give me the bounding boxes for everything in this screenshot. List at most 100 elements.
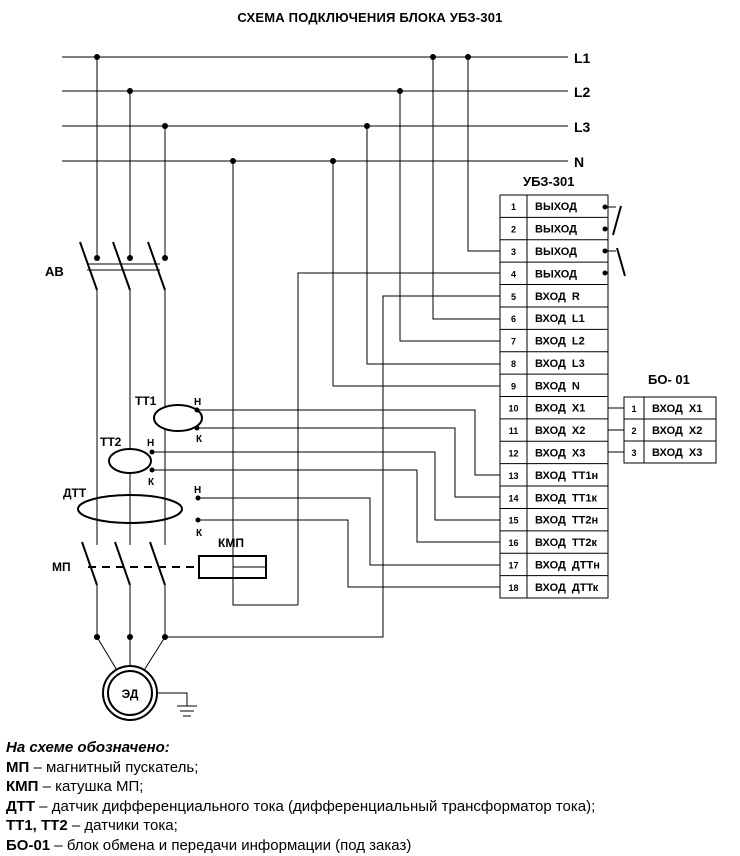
breaker-blade	[112, 241, 131, 291]
wire-tt2-start	[152, 451, 500, 521]
contact-dot	[602, 270, 608, 276]
ubz-terminal-label: ВЫХОД	[535, 201, 577, 213]
ubz-terminal-label: ВХОД Х2	[535, 425, 585, 437]
bo-terminal-number: 1	[631, 404, 636, 414]
bo-terminal-label: ВХОД Х3	[652, 447, 702, 459]
magnetic-starter: МП	[52, 541, 196, 586]
bus-label-l2: L2	[574, 84, 591, 100]
wiring-diagram: L1 L2 L3 N АВ ТТ1 Н К	[45, 50, 717, 721]
ubz-terminal-label: ВХОД L1	[535, 313, 585, 325]
ground-icon	[157, 692, 197, 717]
wire-dtt-end	[198, 519, 500, 588]
ubz-terminal-label: ВЫХОД	[535, 224, 577, 236]
junction-dots	[94, 54, 471, 164]
ubz-terminal-number: 8	[511, 359, 516, 369]
legend: На схеме обозначено: МП – магнитный пуск…	[6, 738, 736, 855]
wire-dtt-start	[198, 497, 500, 566]
contact-dot	[162, 255, 168, 261]
ubz-terminal-label: ВЫХОД	[535, 268, 577, 280]
breaker-blade	[79, 241, 98, 291]
legend-item: МП – магнитный пускатель;	[6, 758, 736, 778]
ubz-terminal-number: 10	[508, 404, 518, 414]
ubz-terminal-label: ВХОД ТТ2к	[535, 537, 597, 549]
dtt-label: ДТТ	[63, 486, 87, 500]
legend-text: – датчики тока;	[67, 817, 178, 834]
legend-item: КМП – катушка МП;	[6, 777, 736, 797]
legend-item: БО-01 – блок обмена и передачи информаци…	[6, 836, 736, 856]
ubz-terminal-label: ВЫХОД	[535, 246, 577, 258]
tt2-coil	[108, 448, 152, 474]
breaker-label: АВ	[45, 264, 64, 279]
motor-label: ЭД	[122, 687, 139, 701]
ubz-terminal-number: 5	[511, 292, 516, 302]
wire-tt1-start	[197, 409, 500, 476]
tt1-label: ТТ1	[135, 394, 157, 408]
legend-abbr: ДТТ	[6, 797, 36, 815]
tt2-end-mark: К	[148, 477, 155, 488]
ubz-terminal-number: 17	[508, 560, 518, 570]
bus-label-l3: L3	[574, 119, 591, 135]
tt1-coil	[153, 404, 203, 432]
bo-terminal-label: ВХОД Х1	[652, 403, 702, 415]
ubz-terminal-number: 12	[508, 448, 518, 458]
motor-wire	[142, 636, 166, 673]
ubz-terminal-number: 2	[511, 225, 516, 235]
ubz-terminal-number: 14	[508, 493, 518, 503]
bo-title: БО- 01	[648, 372, 690, 387]
ubz-terminal-number: 11	[509, 426, 519, 436]
bus-label-n: N	[574, 154, 584, 170]
ubz-terminal-label: ВХОД ДТТн	[535, 559, 600, 571]
wire-n-t9	[332, 161, 500, 387]
bo-terminal-label: ВХОД Х2	[652, 425, 702, 437]
tt1-start-mark: Н	[194, 397, 201, 408]
tt2-label: ТТ2	[100, 435, 122, 449]
legend-item: ДТТ – датчик дифференциального тока (диф…	[6, 797, 736, 817]
legend-item: ТТ1, ТТ2 – датчики тока;	[6, 816, 736, 836]
current-sensor-tt2: ТТ2 Н К	[100, 435, 155, 488]
motor-wire	[96, 636, 119, 673]
ubz-terminal-number: 13	[508, 471, 518, 481]
contact-dot	[127, 255, 133, 261]
dtt-coil	[77, 494, 183, 524]
legend-text: – блок обмена и передачи информации (под…	[50, 836, 412, 854]
tt1-end-mark: К	[196, 434, 203, 445]
dtt-start-mark: Н	[194, 485, 201, 496]
ubz-terminal-number: 1	[511, 202, 516, 212]
ubz-terminal-number: 3	[511, 247, 516, 257]
current-sensor-tt1: ТТ1 Н К	[135, 394, 203, 445]
ubz-terminal-label: ВХОД ТТ2н	[535, 515, 598, 527]
breaker-blade	[147, 241, 166, 291]
control-wiring	[152, 57, 500, 638]
ubz-terminal-label: ВХОД ТТ1н	[535, 470, 598, 482]
ubz-terminal-number: 9	[511, 381, 516, 391]
legend-abbr: БО-01	[6, 836, 51, 854]
wire-tt2-end	[152, 469, 500, 543]
wire-t4-coil	[297, 272, 500, 605]
ubz-terminal-number: 16	[508, 538, 518, 548]
ubz-terminal-number: 15	[508, 516, 518, 526]
relay-blade	[612, 205, 622, 236]
ubz-terminal-number: 7	[511, 337, 516, 347]
ubz-terminal-number: 18	[508, 583, 518, 593]
starter-label: МП	[52, 560, 71, 574]
legend-abbr: МП	[6, 758, 30, 776]
starter-blade	[149, 541, 166, 586]
ubz-terminal-label: ВХОД Х1	[535, 403, 585, 415]
motor-inner	[107, 670, 153, 716]
breaker-ab: АВ	[45, 241, 168, 291]
starter-blade	[81, 541, 98, 586]
bus-lines: L1 L2 L3 N	[62, 50, 591, 170]
legend-text: – датчик дифференциального тока (диффере…	[35, 797, 596, 815]
ubz-terminal-label: ВХОД N	[535, 380, 580, 392]
motor: ЭД	[102, 665, 158, 721]
contact-dot	[602, 226, 608, 232]
ubz-title: УБЗ-301	[523, 174, 574, 189]
tt2-start-mark: Н	[147, 438, 154, 449]
legend-text: – катушка МП;	[38, 778, 144, 795]
ubz-terminal-label: ВХОД ДТТк	[535, 582, 599, 594]
ubz-terminal-number: 4	[511, 269, 516, 279]
ubz-terminal-label: ВХОД ТТ1к	[535, 492, 597, 504]
wire-n-coil	[232, 161, 298, 606]
relay-contacts	[602, 204, 626, 277]
